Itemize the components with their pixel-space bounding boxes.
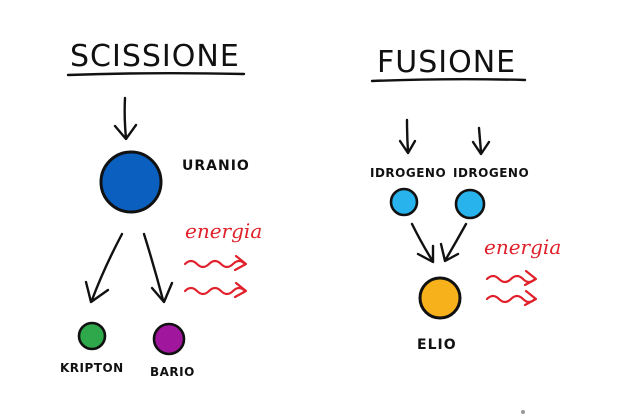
kripton-label: KRIPTON bbox=[60, 361, 124, 375]
bario-label: BARIO bbox=[150, 365, 195, 379]
fusion-converge-arrow-right bbox=[439, 222, 468, 263]
fission-energy-wave-2 bbox=[183, 281, 248, 299]
elio-nucleus bbox=[418, 276, 462, 320]
corner-mark bbox=[521, 410, 525, 414]
idrogeno-nucleus-2 bbox=[454, 188, 486, 220]
fusion-section: FUSIONE IDROGENO IDROGENO ELIO energia bbox=[370, 45, 561, 353]
fission-incoming-arrow bbox=[113, 96, 138, 141]
fission-split-arrow-left bbox=[84, 232, 124, 304]
kripton-nucleus bbox=[77, 321, 107, 351]
uranio-label: URANIO bbox=[182, 158, 250, 174]
uranio-nucleus bbox=[99, 150, 163, 214]
fusion-converge-arrow-left bbox=[410, 222, 435, 264]
elio-label: ELIO bbox=[417, 337, 457, 353]
fusion-incoming-arrow-left bbox=[398, 118, 417, 155]
bario-nucleus bbox=[152, 322, 186, 356]
fission-title-underline bbox=[66, 72, 246, 77]
fusion-energy-wave-1 bbox=[485, 269, 538, 287]
fusion-title-underline bbox=[370, 78, 527, 83]
fission-section: SCISSIONE URANIO KRIPTON BARIO energia bbox=[60, 39, 262, 379]
fission-energy-wave-1 bbox=[183, 254, 248, 272]
idrogeno-label-2: IDROGENO bbox=[453, 166, 529, 180]
idrogeno-label-1: IDROGENO bbox=[370, 166, 446, 180]
fusion-incoming-arrow-right bbox=[471, 126, 491, 156]
fission-energy-label: energia bbox=[185, 219, 262, 243]
fission-split-arrow-right bbox=[142, 232, 174, 304]
fusion-title: FUSIONE bbox=[377, 45, 516, 80]
idrogeno-nucleus-1 bbox=[389, 187, 419, 217]
fusion-energy-wave-2 bbox=[485, 289, 538, 307]
fission-title: SCISSIONE bbox=[70, 39, 240, 74]
fusion-energy-label: energia bbox=[484, 235, 561, 259]
